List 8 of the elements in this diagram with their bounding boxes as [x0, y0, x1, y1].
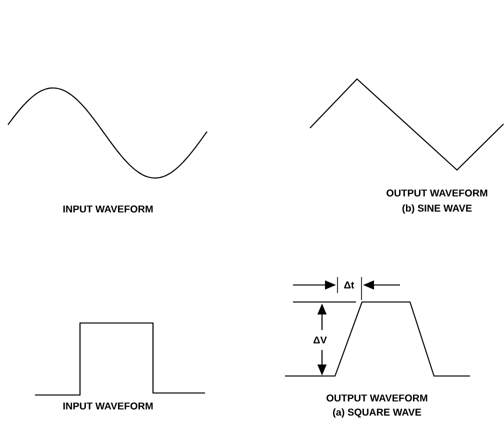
dimension-label: ΔV [314, 336, 327, 344]
caption-text: INPUT WAVEFORM [63, 402, 153, 410]
caption-text: (b) SINE WAVE [402, 204, 472, 214]
caption-text: INPUT WAVEFORM [63, 205, 153, 213]
dimension-label: Δt [344, 282, 354, 288]
caption-text: OUTPUT WAVEFORM [326, 394, 428, 402]
caption-text: OUTPUT WAVEFORM [386, 189, 488, 197]
caption-text: (a) SQUARE WAVE [333, 408, 422, 418]
